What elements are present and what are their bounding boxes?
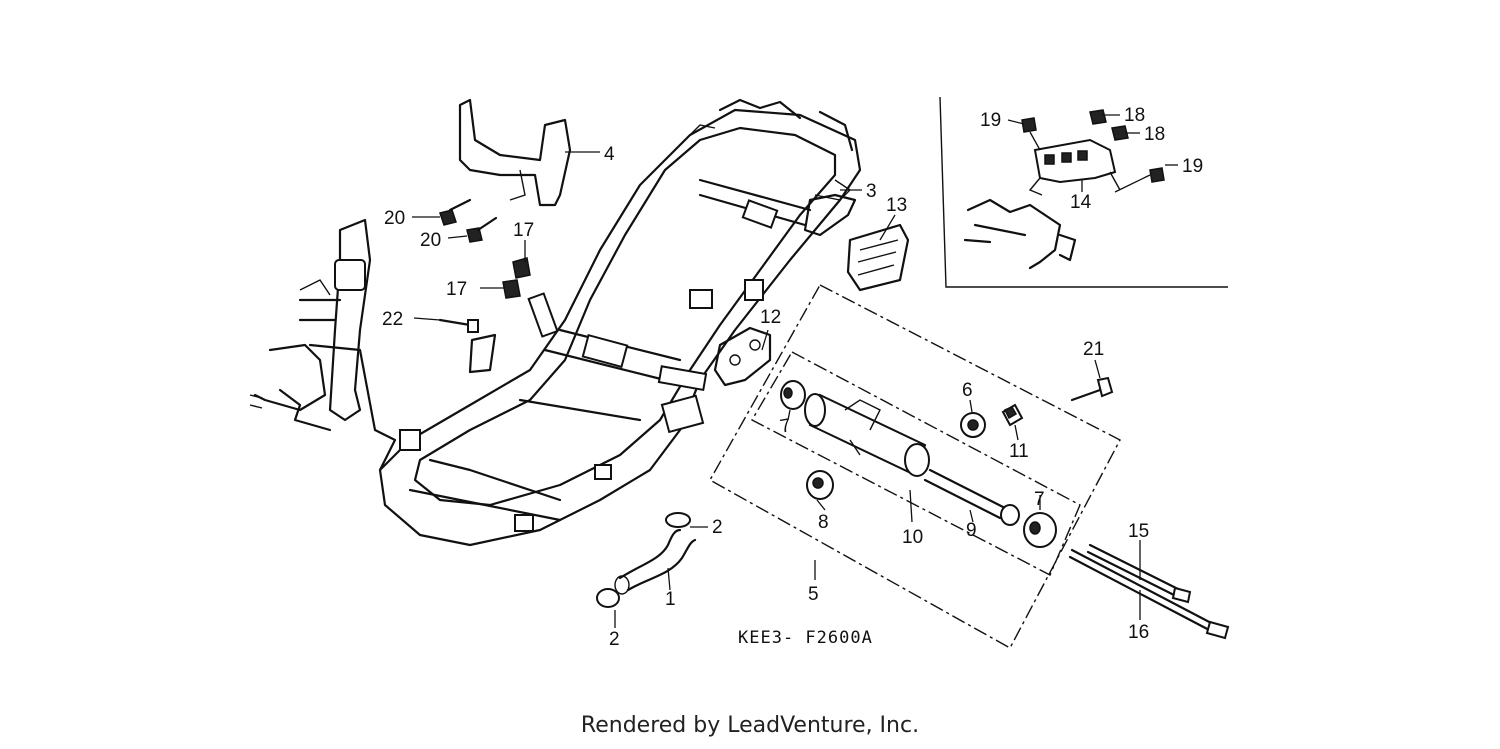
footer-credit: Rendered by LeadVenture, Inc. [580,713,920,738]
nuts-part-18[interactable] [1089,109,1129,141]
callout-12: 12 [760,307,781,328]
bolt-part-15[interactable] [1086,543,1192,604]
rubber-pad-part-13[interactable] [846,223,910,292]
callout-17b: 17 [446,279,467,300]
bushings-part-7[interactable] [780,380,1057,548]
callout-19b: 19 [1182,156,1203,177]
callout-18b: 18 [1144,124,1165,145]
callout-1: 1 [665,589,676,610]
collar-part-11[interactable] [1001,403,1024,427]
callout-3: 3 [866,181,877,202]
bracket-part-4[interactable] [458,98,572,207]
callout-16: 16 [1128,622,1149,643]
callout-13: 13 [886,195,907,216]
callout-20b: 20 [420,230,441,251]
leader-lines [412,114,1178,628]
bolts-part-20[interactable] [439,198,498,243]
hanger-tube-part-10[interactable] [804,393,930,477]
callout-14: 14 [1070,192,1092,213]
inset-detail [939,96,1228,288]
callout-18a: 18 [1124,105,1145,126]
engine-hanger-assembly-part-5 [709,284,1121,649]
clamps-part-2[interactable] [596,512,691,608]
callout-2a: 2 [712,517,723,538]
callout-11: 11 [1009,441,1029,462]
collar-part-9[interactable] [923,468,1020,526]
callout-21: 21 [1083,339,1104,360]
callout-labels: 4 3 13 12 20 20 17 17 22 2 1 2 5 8 7 10 … [382,105,1203,650]
callout-19a: 19 [980,110,1001,131]
callout-20a: 20 [384,208,405,229]
diagram-code: KEE3- F2600A [738,628,873,648]
callout-2b: 2 [609,629,620,650]
callout-17a: 17 [513,220,534,241]
callout-6: 6 [962,380,973,401]
callout-7a: 7 [779,415,793,438]
plate-part-12[interactable] [713,326,772,387]
bolt-part-21[interactable] [1070,376,1114,402]
callout-10: 10 [902,527,923,548]
bolts-part-19[interactable] [1021,117,1165,183]
bracket-part-14[interactable] [1028,138,1121,196]
callout-9: 9 [966,520,977,541]
bolt-part-22[interactable] [438,318,497,374]
stopper-part-6[interactable] [960,412,986,438]
callout-7b: 7 [1034,489,1045,510]
callout-4: 4 [604,144,615,165]
callout-22: 22 [382,309,403,330]
frame-body-part-3[interactable] [249,98,862,547]
callout-5: 5 [808,584,819,605]
callout-8: 8 [818,512,829,533]
bolt-part-16[interactable] [1068,548,1230,640]
hose-part-1[interactable] [614,528,697,595]
stopper-part-8[interactable] [806,470,834,500]
nuts-part-17[interactable] [502,257,531,299]
callout-15: 15 [1128,521,1149,542]
